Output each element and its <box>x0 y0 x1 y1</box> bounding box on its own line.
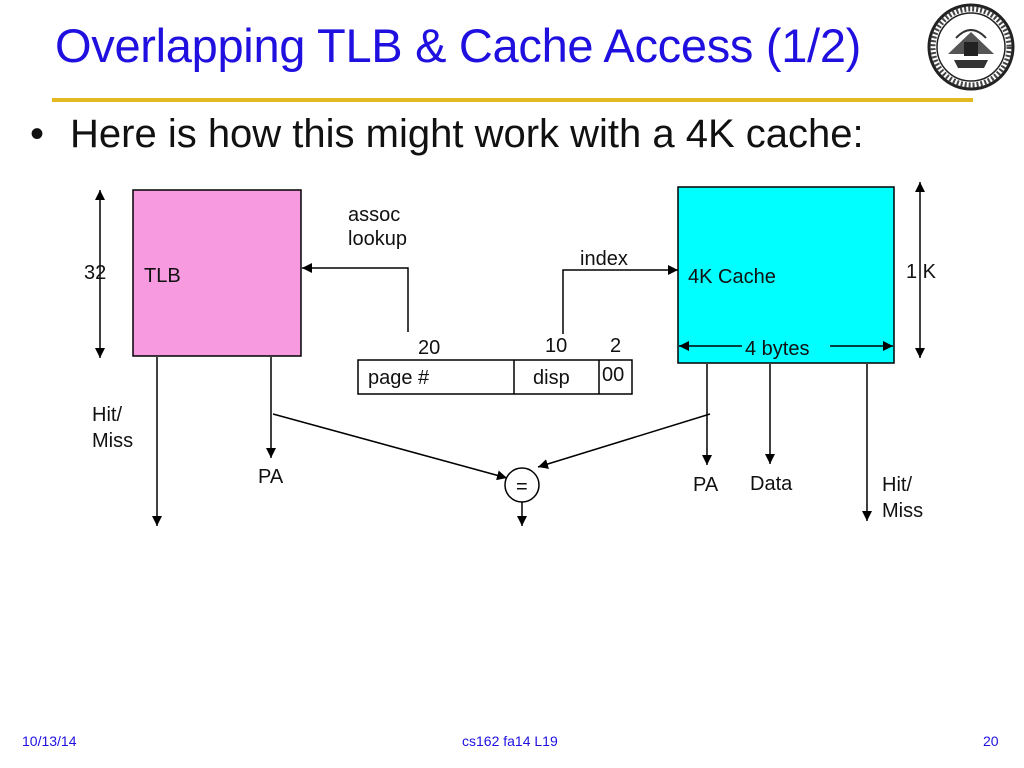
index-arrow <box>562 265 678 334</box>
compare-arrow-left <box>272 413 508 481</box>
index-label: index <box>580 248 628 270</box>
cache-label: 4K Cache <box>688 266 776 288</box>
comparator-label: = <box>516 476 528 498</box>
assoc-lookup-arrow <box>302 263 409 332</box>
compare-arrow-right <box>537 413 711 469</box>
tlb-hit-miss-label: Hit/ <box>92 404 122 426</box>
footer-course: cs162 fa14 L19 <box>462 733 558 749</box>
byte-offset-field: 00 <box>602 364 624 386</box>
title-divider <box>52 98 973 102</box>
page-width-label: 20 <box>418 337 440 359</box>
cache-data-label: Data <box>750 473 793 495</box>
cache-box <box>677 186 895 364</box>
offset-width-label: 2 <box>610 335 621 357</box>
tlb-label: TLB <box>144 265 181 287</box>
footer-page-number: 20 <box>983 733 999 749</box>
cache-height-label: 1 K <box>906 261 937 283</box>
cache-hit-miss-label: Hit/ <box>882 474 912 496</box>
assoc-lookup-label-2: lookup <box>348 228 407 250</box>
slide-title: Overlapping TLB & Cache Access (1/2) <box>55 19 862 72</box>
cache-hit-miss-label-2: Miss <box>882 500 923 522</box>
virtual-address-box <box>357 359 633 395</box>
cache-width-label: 4 bytes <box>745 338 809 360</box>
bullet-icon: • <box>30 112 45 156</box>
page-number-field: page # <box>368 367 430 389</box>
tlb-height-label: 32 <box>84 262 106 284</box>
tlb-hit-miss-label-2: Miss <box>92 430 133 452</box>
tlb-box <box>132 189 302 357</box>
assoc-lookup-label: assoc <box>348 204 400 226</box>
footer-date: 10/13/14 <box>22 733 77 749</box>
bullet-item: • Here is how this might work with a 4K c… <box>30 112 864 157</box>
disp-field: disp <box>533 367 570 389</box>
bullet-text: Here is how this might work with a 4K ca… <box>70 112 864 156</box>
disp-width-label: 10 <box>545 335 567 357</box>
cache-width-label-bg <box>742 337 830 357</box>
tlb-pa-label: PA <box>258 466 284 488</box>
university-seal-logo <box>927 3 1015 91</box>
cache-pa-label: PA <box>693 474 719 496</box>
